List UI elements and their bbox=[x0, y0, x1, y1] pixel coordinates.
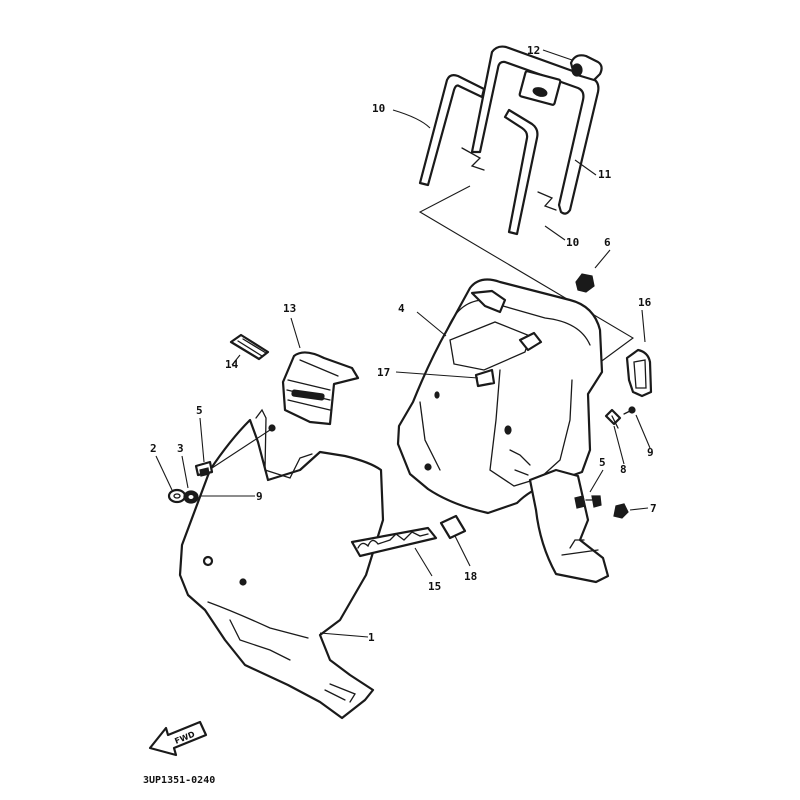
part-14-emblem bbox=[229, 333, 270, 361]
callout-5-left: 5 bbox=[196, 404, 203, 417]
part-5-screw-left bbox=[194, 460, 214, 477]
part-1-front-cover bbox=[178, 408, 385, 720]
part-2-grommet bbox=[167, 488, 187, 504]
part-13-headlight bbox=[281, 351, 360, 426]
part-12-clip bbox=[569, 54, 603, 82]
drawing-code: 3UP1351-0240 bbox=[143, 775, 215, 786]
callout-4: 4 bbox=[398, 302, 405, 315]
part-3-washer bbox=[183, 490, 199, 504]
callout-13: 13 bbox=[283, 302, 296, 315]
callout-7: 7 bbox=[650, 502, 657, 515]
part-16-side-panel bbox=[625, 348, 653, 398]
leader-lines bbox=[155, 49, 651, 638]
callout-10-upper: 10 bbox=[372, 102, 385, 115]
callout-14: 14 bbox=[225, 358, 239, 371]
part-15-decal bbox=[350, 526, 438, 558]
part-5-screws-right bbox=[574, 495, 602, 509]
callout-labels: 12 10 11 10 6 4 17 16 9 8 5 7 18 15 1 13… bbox=[150, 44, 657, 644]
callout-15: 15 bbox=[428, 580, 441, 593]
callout-6: 6 bbox=[604, 236, 611, 249]
part-10-trim-left bbox=[418, 74, 486, 187]
callout-8: 8 bbox=[620, 463, 627, 476]
part-7-grommet bbox=[613, 503, 629, 519]
callout-1: 1 bbox=[368, 631, 375, 644]
part-11-frame bbox=[461, 45, 600, 215]
callout-10-lower: 10 bbox=[566, 236, 579, 249]
callout-11: 11 bbox=[598, 168, 612, 181]
callout-12: 12 bbox=[527, 44, 540, 57]
callout-18: 18 bbox=[464, 570, 477, 583]
part-18-pad bbox=[439, 514, 467, 540]
part-9-screw-right bbox=[623, 406, 636, 415]
part-17-label bbox=[474, 368, 496, 388]
part-6-nut bbox=[575, 273, 595, 293]
part-8-clip bbox=[604, 408, 622, 429]
fwd-direction-arrow: FWD bbox=[148, 720, 208, 757]
part-4-lower-extension bbox=[528, 468, 610, 584]
callout-9-left: 9 bbox=[256, 490, 263, 503]
part-10-trim-right bbox=[503, 108, 539, 236]
callout-2: 2 bbox=[150, 442, 157, 455]
callout-3: 3 bbox=[177, 442, 184, 455]
callout-16: 16 bbox=[638, 296, 652, 309]
callout-9-right: 9 bbox=[647, 446, 654, 459]
callout-5-right: 5 bbox=[599, 456, 606, 469]
part-4-leg-shield bbox=[396, 278, 604, 515]
callout-17: 17 bbox=[377, 366, 390, 379]
